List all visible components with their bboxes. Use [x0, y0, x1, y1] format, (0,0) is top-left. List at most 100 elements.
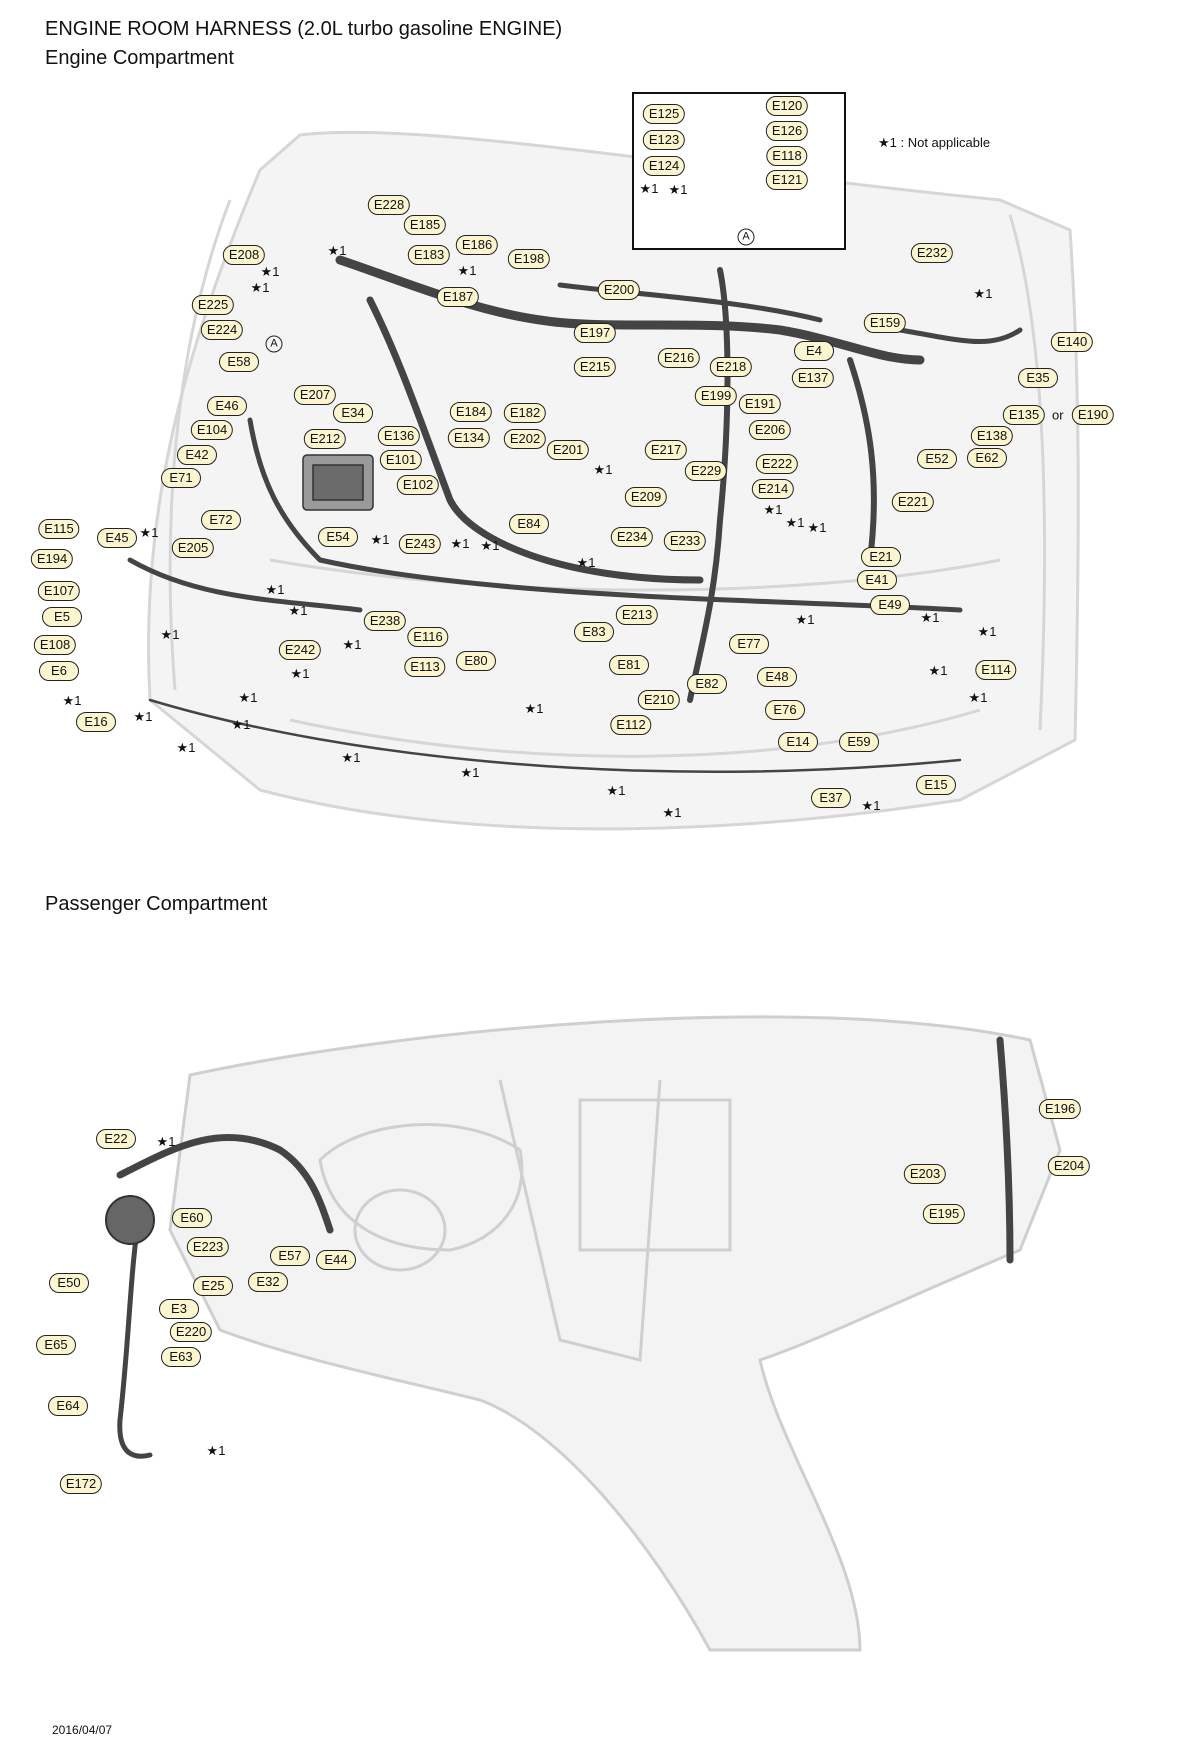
connector-label-e3: E3	[159, 1299, 199, 1319]
connector-label-e217: E217	[644, 440, 688, 460]
connector-label-e216: E216	[657, 348, 701, 368]
connector-label-e210: E210	[637, 690, 681, 710]
passenger-harness-cables	[116, 1036, 1014, 1459]
connector-label-e65: E65	[36, 1335, 76, 1355]
connector-label-e76: E76	[765, 700, 805, 720]
connector-label-e102: E102	[396, 475, 440, 495]
connector-label-e209: E209	[624, 487, 668, 507]
not-applicable-marker: ★1	[450, 536, 470, 551]
not-applicable-marker: ★1	[327, 243, 347, 258]
document-date: 2016/04/07	[52, 1723, 113, 1737]
connector-label-e232: E232	[910, 243, 954, 263]
connector-label-e205: E205	[171, 538, 215, 558]
connector-label-e41: E41	[857, 570, 897, 590]
connector-label-e212: E212	[303, 429, 347, 449]
connector-label-e25: E25	[193, 1276, 233, 1296]
connector-label-e59: E59	[839, 732, 879, 752]
not-applicable-marker: ★1	[480, 538, 500, 553]
not-applicable-marker: ★1	[639, 181, 659, 196]
connector-label-e203: E203	[903, 1164, 947, 1184]
not-applicable-marker: ★1	[593, 462, 613, 477]
connector-label-e184: E184	[449, 402, 493, 422]
not-applicable-marker: ★1	[160, 627, 180, 642]
engine-bay-outline	[147, 130, 1080, 831]
connector-label-e233: E233	[663, 531, 707, 551]
connector-label-e77: E77	[729, 634, 769, 654]
connector-label-e116: E116	[407, 627, 449, 647]
connector-label-e225: E225	[191, 295, 235, 315]
connector-label-e32: E32	[248, 1272, 288, 1292]
not-applicable-marker: ★1	[238, 690, 258, 705]
connector-label-e198: E198	[507, 249, 551, 269]
connector-label-e121: E121	[765, 170, 809, 190]
connector-label-e104: E104	[190, 420, 234, 440]
connector-label-e223: E223	[186, 1237, 230, 1257]
connector-label-e15: E15	[916, 775, 956, 795]
connector-label-e57: E57	[270, 1246, 310, 1266]
connector-label-e204: E204	[1047, 1156, 1091, 1176]
connector-label-e35: E35	[1018, 368, 1058, 388]
connector-label-e214: E214	[751, 479, 795, 499]
not-applicable-marker: ★1	[290, 666, 310, 681]
connector-label-e201: E201	[546, 440, 590, 460]
connector-label-e16: E16	[76, 712, 116, 732]
connector-label-e6: E6	[39, 661, 79, 681]
connector-label-e228: E228	[367, 195, 411, 215]
connector-label-e191: E191	[738, 394, 782, 414]
connector-label-e186: E186	[455, 235, 499, 255]
connector-label-e44: E44	[316, 1250, 356, 1270]
engine-compartment-heading: Engine Compartment	[45, 47, 234, 69]
not-applicable-marker: ★1	[460, 765, 480, 780]
connector-label-e46: E46	[207, 396, 247, 416]
reference-a-marker: A	[737, 228, 755, 246]
not-applicable-marker: ★1	[250, 280, 270, 295]
not-applicable-marker: ★1	[662, 805, 682, 820]
connector-label-e200: E200	[597, 280, 641, 300]
connector-label-e124: E124	[642, 156, 686, 176]
connector-label-e114: E114	[975, 660, 1017, 680]
connector-label-e182: E182	[503, 403, 547, 423]
not-applicable-marker: ★1	[763, 502, 783, 517]
not-applicable-marker: ★1	[260, 264, 280, 279]
not-applicable-marker: ★1	[524, 701, 544, 716]
connector-label-e125: E125	[642, 104, 686, 124]
connector-label-e208: E208	[222, 245, 266, 265]
connector-label-e82: E82	[687, 674, 727, 694]
engine-harness-cables	[127, 255, 1023, 774]
connector-label-e62: E62	[967, 448, 1007, 468]
connector-label-e22: E22	[96, 1129, 136, 1149]
not-applicable-marker: ★1	[795, 612, 815, 627]
connector-label-e54: E54	[318, 527, 358, 547]
passenger-compartment-heading: Passenger Compartment	[45, 893, 268, 915]
connector-label-e140: E140	[1050, 332, 1094, 352]
not-applicable-marker: ★1	[977, 624, 997, 639]
connector-label-e183: E183	[407, 245, 451, 265]
connector-label-e14: E14	[778, 732, 818, 752]
connector-label-e72: E72	[201, 510, 241, 530]
connector-label-e222: E222	[755, 454, 799, 474]
not-applicable-marker: ★1	[342, 637, 362, 652]
connector-label-e84: E84	[509, 514, 549, 534]
connector-label-e206: E206	[748, 420, 792, 440]
connector-label-e197: E197	[573, 323, 617, 343]
connector-label-e45: E45	[97, 528, 137, 548]
connector-label-e220: E220	[169, 1322, 213, 1342]
not-applicable-marker: ★1	[231, 717, 251, 732]
connector-label-e60: E60	[172, 1208, 212, 1228]
not-applicable-marker: ★1	[133, 709, 153, 724]
not-applicable-marker: ★1	[370, 532, 390, 547]
connector-label-e194: E194	[30, 549, 74, 569]
not-applicable-marker: ★1	[576, 555, 596, 570]
not-applicable-marker: ★1	[62, 693, 82, 708]
not-applicable-marker: ★1	[206, 1443, 226, 1458]
connector-label-e172: E172	[59, 1474, 103, 1494]
connector-label-e185: E185	[403, 215, 447, 235]
connector-label-e213: E213	[615, 605, 659, 625]
connector-label-e229: E229	[684, 461, 728, 481]
connector-label-e126: E126	[765, 121, 809, 141]
connector-label-e101: E101	[379, 450, 423, 470]
dashboard-outline	[168, 1015, 1062, 1652]
connector-label-e190: E190	[1071, 405, 1115, 425]
connector-label-e37: E37	[811, 788, 851, 808]
